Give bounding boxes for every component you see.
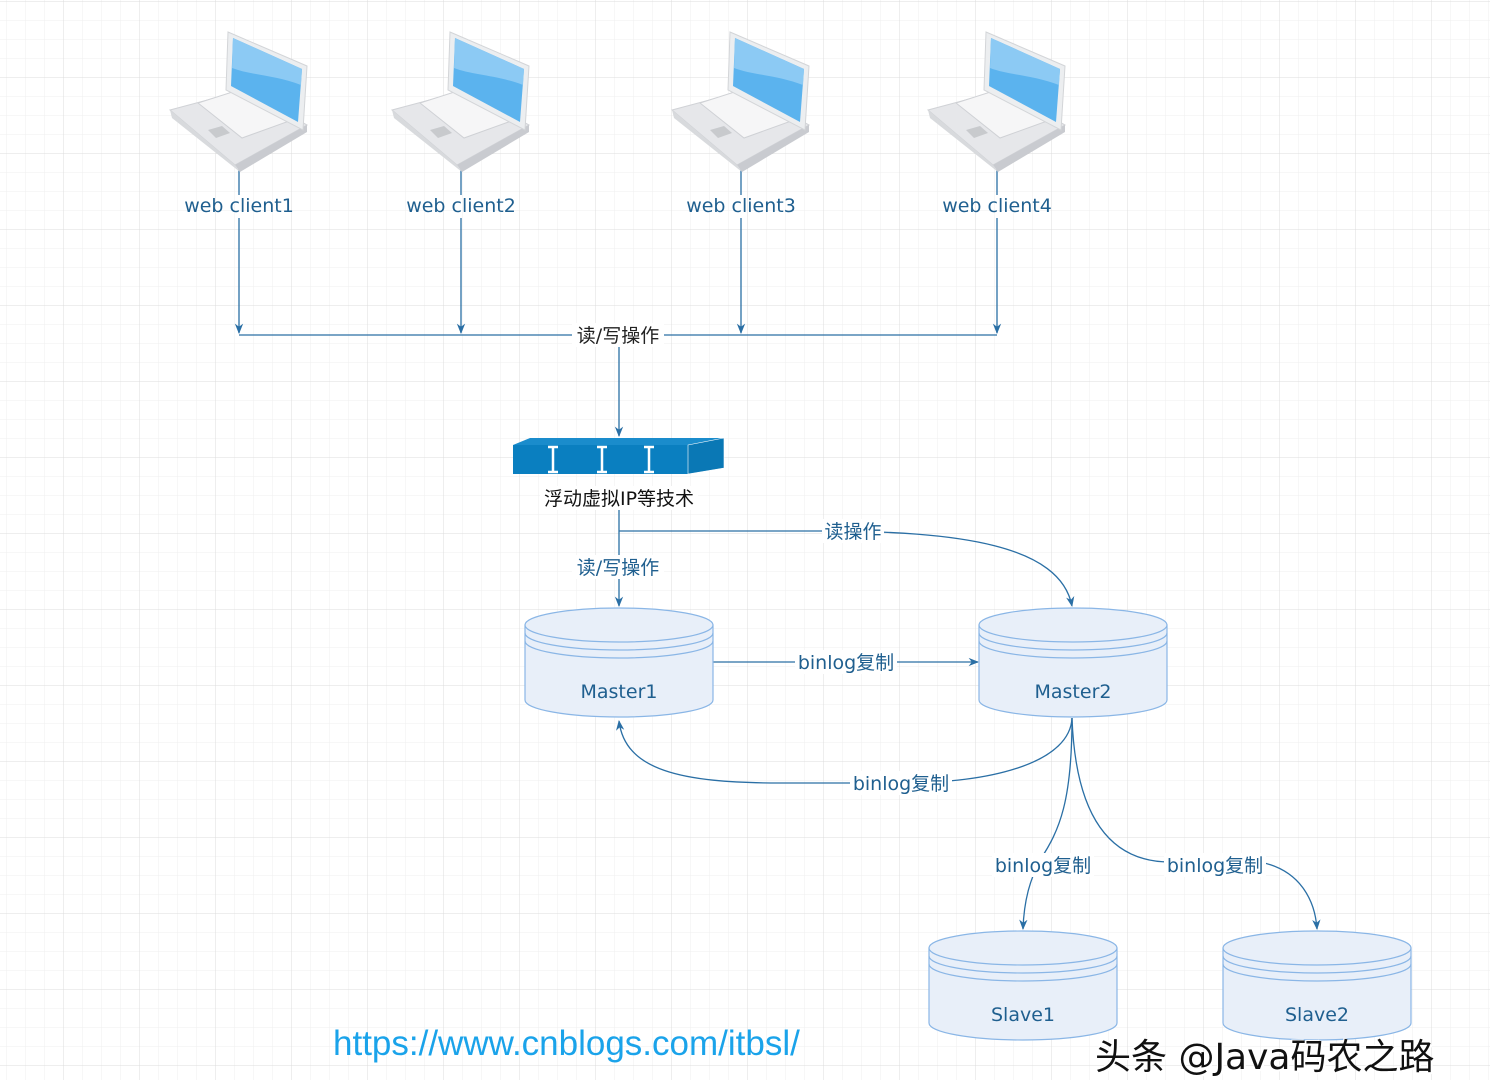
switch-label: 浮动虚拟IP等技术	[544, 488, 694, 510]
client-label-3: web client3	[686, 195, 796, 217]
database-label-slave1: Slave1	[991, 1004, 1055, 1026]
client-label-2: web client2	[406, 195, 516, 217]
database-master2[interactable]: Master2	[978, 607, 1168, 718]
database-label-master2: Master2	[1035, 681, 1112, 703]
client-label-4: web client4	[942, 195, 1052, 217]
watermark: 头条 @Java码农之路	[1095, 1037, 1435, 1078]
database-label-slave2: Slave2	[1285, 1004, 1349, 1026]
edge-label-m2-m1: binlog复制	[853, 773, 949, 795]
client-label-1: web client1	[184, 195, 294, 217]
edge-label-rw: 读/写操作	[577, 557, 659, 579]
database-label-master1: Master1	[581, 681, 658, 703]
network-switch-icon[interactable]	[513, 437, 725, 475]
edge-label-m2-s2: binlog复制	[1167, 855, 1263, 877]
edge-label-m2-s1: binlog复制	[995, 855, 1091, 877]
database-slave2[interactable]: Slave2	[1222, 930, 1412, 1041]
source-url-text: https://www.cnblogs.com/itbsl/	[333, 1024, 800, 1063]
database-master1[interactable]: Master1	[524, 607, 714, 718]
edge-label-read: 读操作	[824, 521, 881, 543]
database-slave1[interactable]: Slave1	[928, 930, 1118, 1041]
bus-label: 读/写操作	[577, 325, 659, 347]
edge-label-m1-m2: binlog复制	[798, 652, 894, 674]
